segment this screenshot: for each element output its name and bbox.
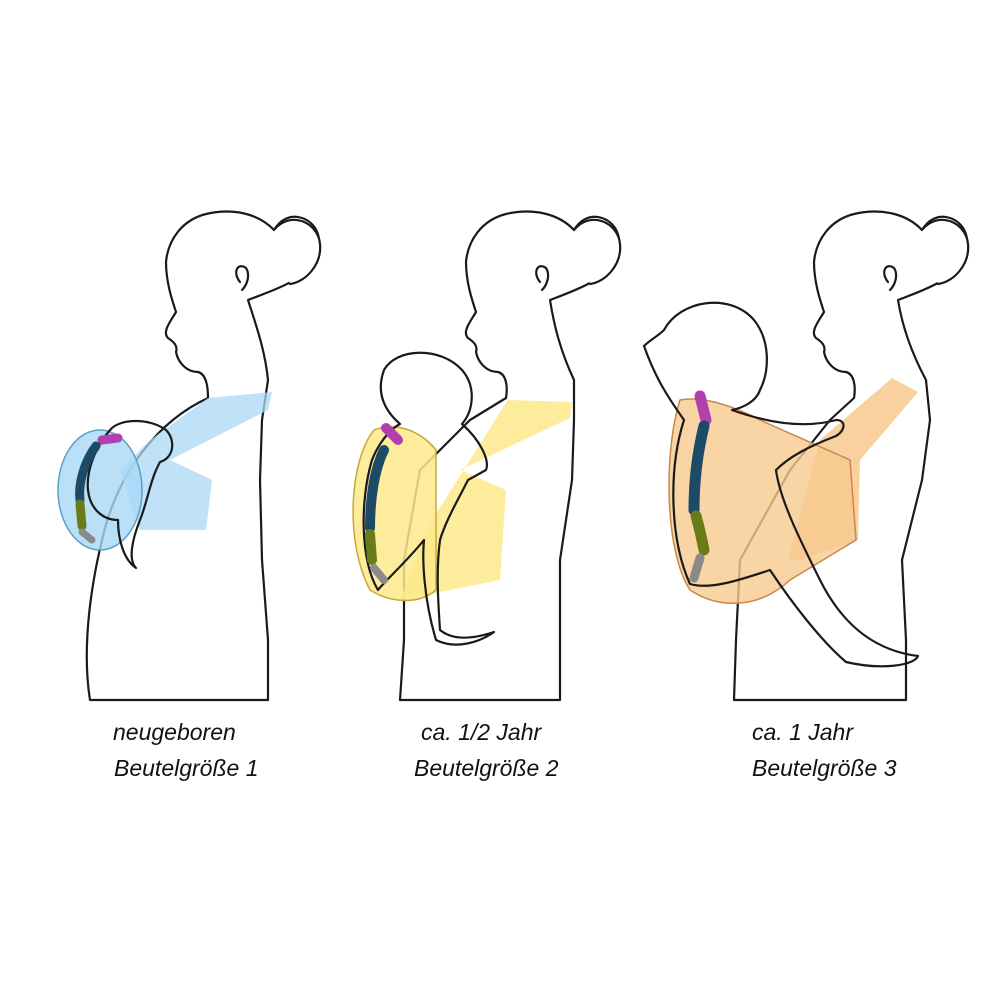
caption-size-2: Beutelgröße 2	[414, 755, 559, 781]
caption-age-newborn: neugeboren	[113, 719, 236, 745]
carrier-strap-2	[400, 400, 572, 600]
spine-neck-3	[694, 390, 712, 426]
adult-bun-1	[272, 218, 322, 286]
spine-back-1	[75, 441, 101, 505]
adult-bun-3	[920, 218, 970, 286]
spine-lower-2	[365, 529, 377, 565]
adult-bun-2	[572, 218, 622, 286]
spine-tail-1	[78, 528, 96, 544]
carrier-pouch-3	[668, 398, 857, 605]
adult-ear-1	[235, 265, 250, 292]
spine-back-3	[688, 420, 710, 516]
spine-back-2	[365, 445, 389, 533]
spine-neck-2	[381, 423, 403, 445]
baby-silhouette-2	[362, 351, 496, 646]
spine-tail-3	[689, 553, 705, 583]
caption-age-one-year: ca. 1 Jahr	[752, 719, 853, 745]
caption-age-half-year: ca. 1/2 Jahr	[421, 719, 542, 745]
spine-neck-1	[97, 433, 123, 445]
baby-silhouette-3	[642, 301, 920, 668]
caption-size-3: Beutelgröße 3	[752, 755, 897, 781]
adult-ear-3	[883, 265, 898, 292]
panel-one-year	[642, 210, 970, 702]
spine-lower-3	[690, 510, 710, 556]
carrier-strap-1	[120, 392, 272, 530]
spine-lower-1	[75, 499, 87, 531]
adult-ear-2	[535, 265, 550, 292]
spine-tail-2	[370, 564, 388, 584]
panel-half-year	[352, 210, 622, 702]
panel-newborn	[57, 210, 322, 702]
caption-size-1: Beutelgröße 1	[114, 755, 259, 781]
baby-silhouette-1	[86, 420, 174, 570]
